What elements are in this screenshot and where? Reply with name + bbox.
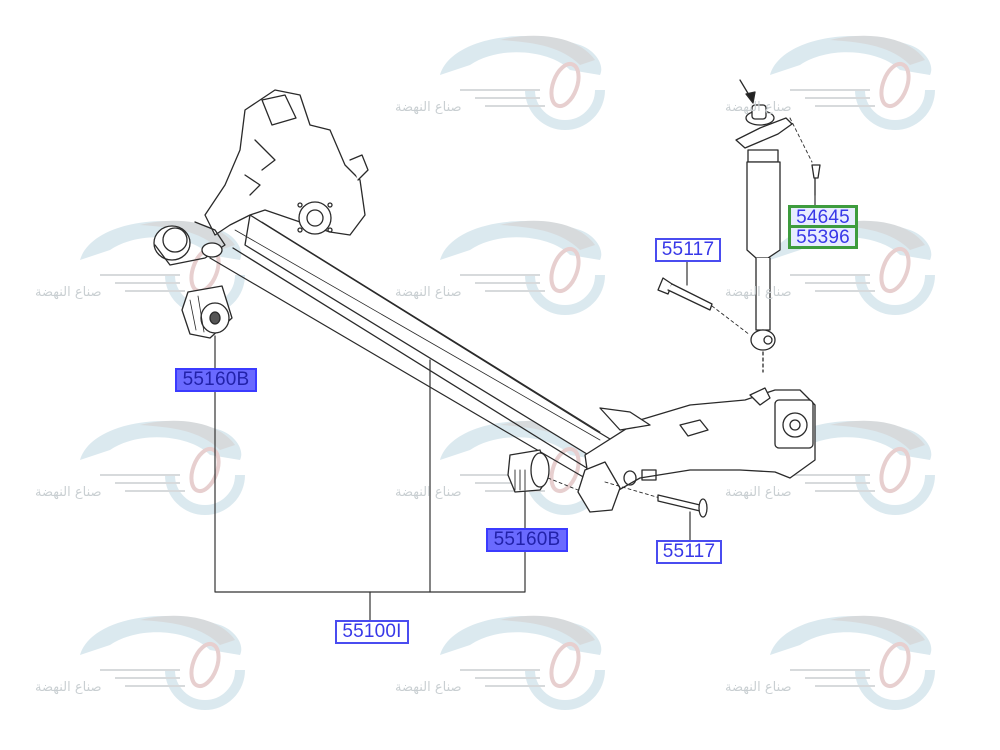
rear-shock-absorber[interactable] — [735, 79, 793, 373]
watermark-logo — [380, 205, 620, 315]
watermark-logo — [380, 20, 620, 130]
car-gear-logo-icon — [770, 615, 935, 710]
watermark-logo — [710, 20, 950, 130]
beam-bushing-right[interactable] — [507, 449, 550, 493]
leader-lines — [214, 194, 816, 621]
car-gear-logo-icon — [80, 420, 245, 515]
part-label-55117-upper[interactable]: 55117 — [655, 238, 721, 262]
bushing-bolt-right[interactable] — [547, 477, 708, 518]
watermark-logo — [20, 600, 260, 710]
watermark-logo — [20, 405, 260, 515]
watermark-logo — [380, 600, 620, 710]
shock-mount-bolt-upper[interactable] — [789, 117, 821, 196]
watermark-logo — [710, 600, 950, 710]
beam-bushing-left[interactable] — [181, 285, 233, 339]
part-label-55396[interactable]: 55396 — [788, 225, 858, 249]
part-label-55100i[interactable]: 55100I — [335, 620, 409, 644]
part-label-55117-lower[interactable]: 55117 — [656, 540, 722, 564]
shock-lower-bolt[interactable] — [657, 277, 751, 336]
car-gear-logo-icon — [440, 615, 605, 710]
car-gear-logo-icon — [440, 220, 605, 315]
part-label-55160b-right[interactable]: 55160B — [486, 528, 568, 552]
car-gear-logo-icon — [80, 615, 245, 710]
car-gear-logo-icon — [440, 35, 605, 130]
part-label-55160b-left[interactable]: 55160B — [175, 368, 257, 392]
car-gear-logo-icon — [770, 35, 935, 130]
rear-torsion-beam-axle[interactable] — [153, 89, 816, 513]
